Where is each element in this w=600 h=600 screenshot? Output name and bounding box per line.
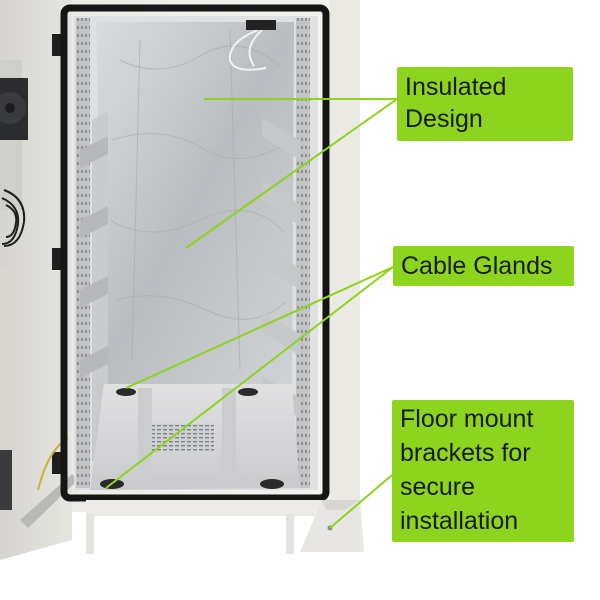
side-rails-left bbox=[80, 112, 108, 462]
door-cable-coil bbox=[1, 189, 26, 247]
cabinet-door bbox=[0, 0, 78, 560]
cable-gland-rear bbox=[116, 388, 136, 396]
plinth bbox=[86, 500, 330, 554]
callout-insulated-design: Insulated Design bbox=[397, 67, 573, 141]
insulation-liner bbox=[96, 22, 294, 384]
door-seal bbox=[60, 4, 330, 502]
callout-cable-glands: Cable Glands bbox=[393, 246, 574, 286]
leader-floor bbox=[329, 474, 393, 529]
leader-insulated-2 bbox=[185, 98, 398, 249]
cabinet-floor bbox=[90, 384, 300, 490]
callout-floor-mount-brackets: Floor mount brackets for secure installa… bbox=[392, 400, 574, 542]
leader-lines bbox=[105, 98, 398, 529]
top-cable-bundle bbox=[228, 20, 276, 71]
door-fan bbox=[0, 78, 28, 140]
door-hinges bbox=[52, 34, 62, 474]
leader-glands-2 bbox=[105, 266, 394, 489]
leader-glands-1 bbox=[125, 266, 394, 389]
